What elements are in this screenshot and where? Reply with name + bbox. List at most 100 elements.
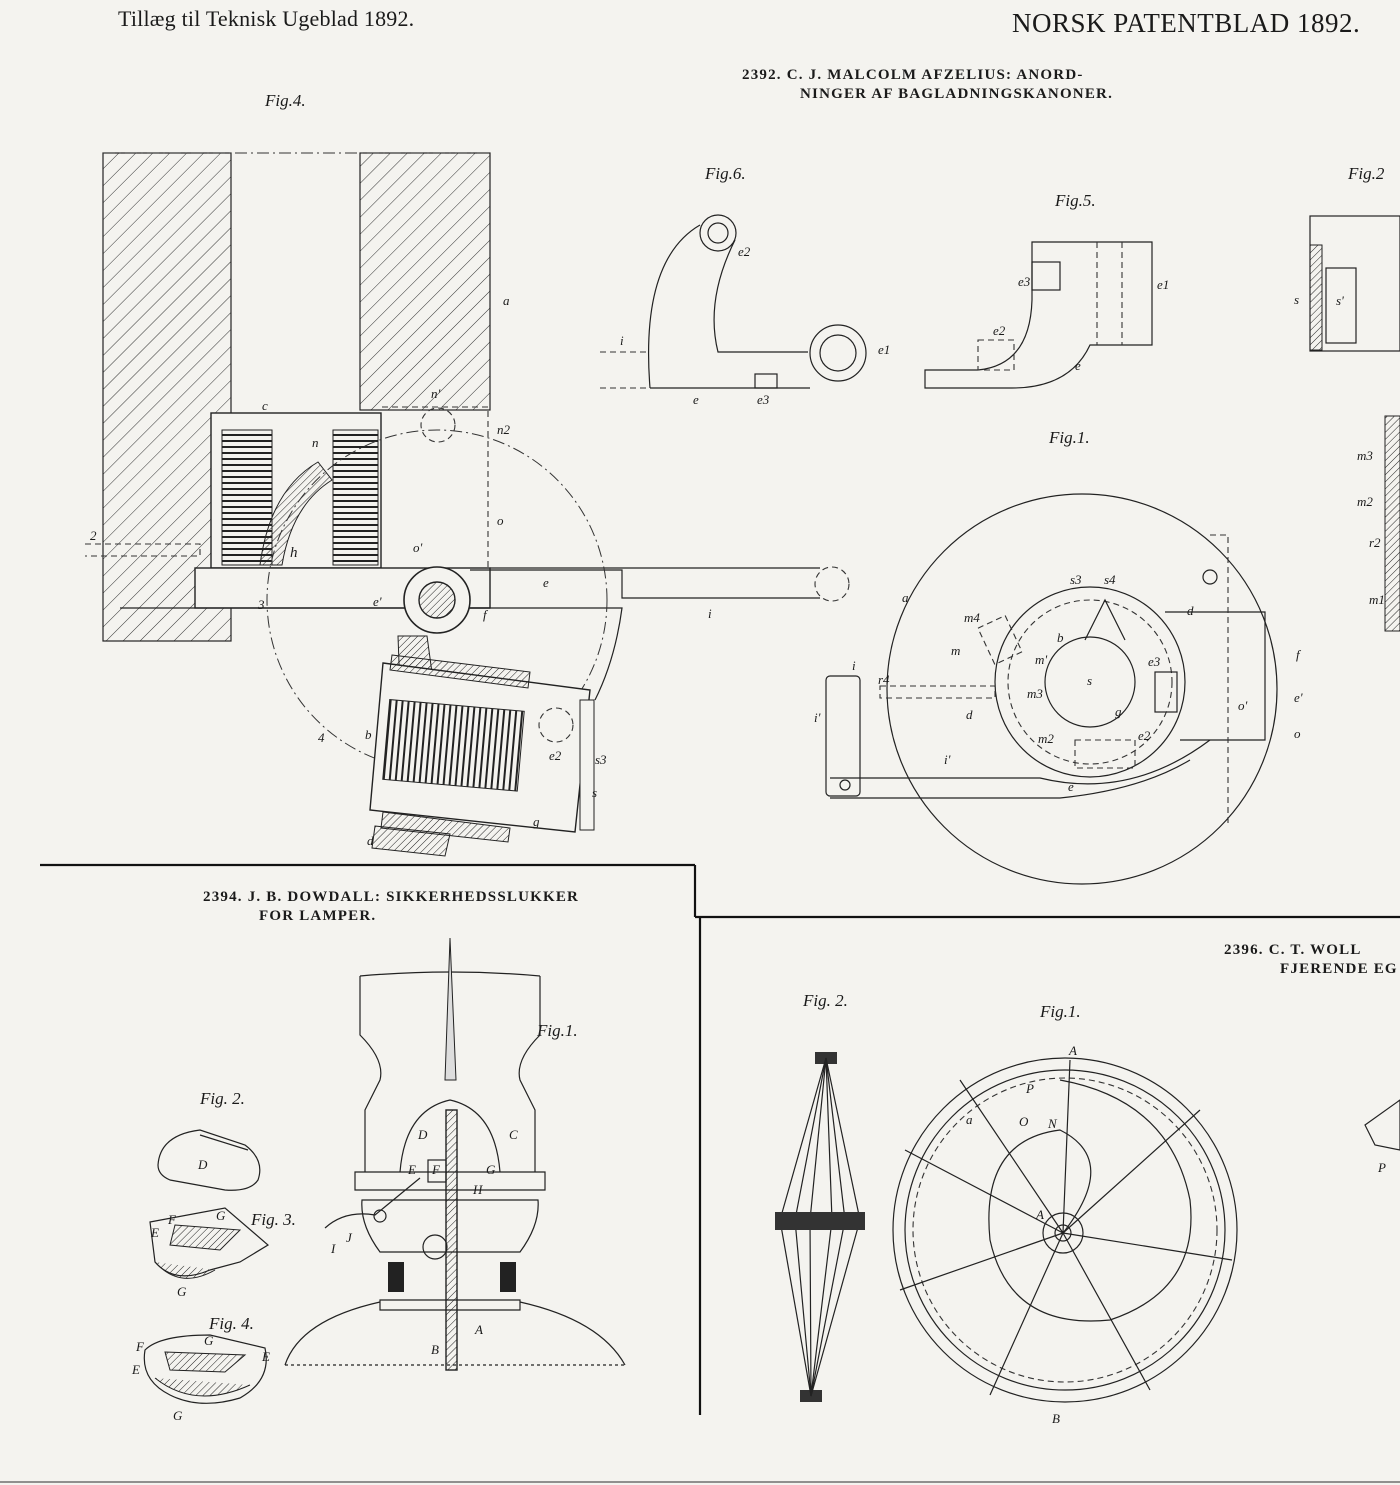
fig3-label-G2: G [177,1284,187,1299]
lamp-label-J: J [346,1230,352,1245]
fig4-label-F: F [136,1339,144,1354]
label-s3: s3 [595,752,607,767]
fig4-label-E2: E [262,1349,270,1364]
label-n2: n2 [497,422,510,437]
fig6-label-e: e [693,392,699,407]
label-a: a [503,293,510,308]
fig1-label-i: i [852,658,856,673]
label-f: f [483,607,487,622]
lamp-label-C: C [509,1127,518,1142]
label-s: s [592,785,598,800]
label-d: d [367,833,374,848]
patent-title-line2: FOR LAMPER. [259,908,377,924]
lamp-label-I: I [331,1241,336,1256]
fig4-breech-drawing [85,152,850,857]
fig1-label-d2: d [966,707,973,722]
fig1-label-g: g [1115,704,1122,719]
patent-title-line2: FJERENDE EG [1280,961,1398,977]
patent-title-line2: NINGER AF BAGLADNINGSKANONER. [800,86,1114,102]
fig2-label-D: D [198,1157,208,1172]
fig1-label-f: f [1296,647,1300,662]
fig1-label-o: o [1294,726,1301,741]
fig2-2396-caption: Fig. 2. [803,991,848,1010]
wheel-label-O: O [1019,1114,1029,1129]
fig1-label-m1: m' [1035,652,1048,667]
edge-label-m2: m2 [1357,494,1373,509]
fig2-2394-caption: Fig. 2. [200,1089,245,1108]
fig5-label-e1: e1 [1157,277,1170,292]
fig5-label-e: e [1075,358,1081,373]
patent-number: 2392. [742,67,782,83]
patent-title-line1: C. T. WOLL [1268,942,1362,958]
fig4-label-G: G [204,1333,214,1348]
fig1-2394-caption: Fig.1. [537,1021,578,1040]
patent-title-line1: C. J. MALCOLM AFZELIUS: ANORD- [786,67,1084,83]
fig6-label-e3: e3 [757,392,770,407]
fig4-label-E: E [132,1362,140,1377]
label-3: 3 [258,597,265,612]
fig5-label-e3: e3 [1018,274,1031,289]
label-2: 2 [90,528,97,543]
fig1-label-e1: e' [1294,690,1303,705]
fig5-caption: Fig.5. [1055,191,1096,210]
fig4-label-G2: G [173,1408,183,1423]
label-e2: e2 [549,748,562,763]
patent-title-line1: J. B. DOWDALL: SIKKERHEDSSLUKKER [247,889,580,905]
fig1-2396-caption: Fig.1. [1040,1002,1081,1021]
fig3-2394-caption: Fig. 3. [251,1210,296,1229]
fig1-label-m2: m2 [1038,731,1054,746]
lamp-label-H: H [473,1182,483,1197]
fig1-label-e3: e3 [1148,654,1161,669]
fig1-2396-wheel-front-drawing [892,1057,1238,1403]
wheel-label-a: a [966,1112,973,1127]
edge-label-r2: r2 [1369,535,1381,550]
fig5-part-drawing [924,241,1153,389]
patent-journal-header: NORSK PATENTBLAD 1892. [1012,8,1361,38]
wheel-label-N: N [1048,1116,1057,1131]
fig1-2394-lamp-drawing [284,937,626,1371]
label-4: 4 [318,730,325,745]
label-i: i [708,606,712,621]
lamp-label-B: B [431,1342,439,1357]
label-n: n [312,435,319,450]
fig6-label-i: i [620,333,624,348]
label-e1: e' [373,594,382,609]
fig6-lever-drawing [600,214,867,389]
fig3-2394-cap-drawing [149,1207,270,1279]
edge-label-s: s [1294,292,1300,307]
patent-2396-title: 2396. C. T. WOLL FJERENDE EG [1224,941,1398,979]
fig3-label-F: F [168,1212,176,1227]
fig4-2394-cap-drawing [143,1334,267,1404]
label-n1: n' [431,386,441,401]
fig2-2396-wheel-side-drawing [775,1052,865,1402]
patent-2394-title: 2394. J. B. DOWDALL: SIKKERHEDSSLUKKER F… [203,888,579,926]
wheel-label-A2: A [1036,1207,1044,1222]
fig2-2392-caption: Fig.2 [1348,164,1385,183]
label-g: g [533,814,540,829]
patent-2392-title: 2392. C. J. MALCOLM AFZELIUS: ANORD- NIN… [742,66,1113,104]
lamp-label-G: G [486,1162,496,1177]
fig1-label-i1: i' [814,710,821,725]
fig1-label-s3: s3 [1070,572,1082,587]
fig1-2392-mechanism-drawing [825,493,1278,885]
fig1-label-r4: r4 [878,672,890,687]
edge-label-m1: m1 [1369,592,1385,607]
wheel-label-P: P [1026,1081,1034,1096]
patent-number: 2396. [1224,942,1264,958]
lamp-label-F: F [432,1162,440,1177]
lamp-label-A: A [475,1322,483,1337]
fig1-label-s: s [1087,673,1093,688]
fig1-label-e: e [1068,779,1074,794]
fig-2396-partial-part [1364,1099,1400,1151]
fig1-label-m: m [951,643,961,658]
fig1-label-m3: m3 [1027,686,1043,701]
fig1-label-i1b: i' [944,752,951,767]
fig1-2392-caption: Fig.1. [1049,428,1090,447]
fig2-2394-cap-drawing [157,1129,261,1191]
patent-number: 2394. [203,889,243,905]
fig6-label-e2: e2 [738,244,751,259]
wheel-label-B: B [1052,1411,1060,1426]
label-o: o [497,513,504,528]
label-o1: o' [413,540,423,555]
